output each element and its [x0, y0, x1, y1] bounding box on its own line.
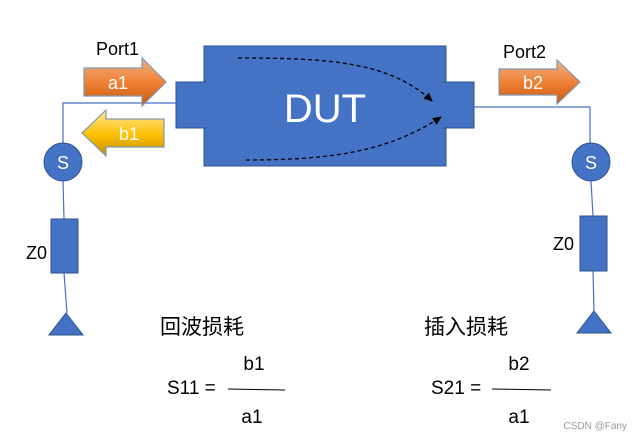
- b2-block-arrow-icon: [498, 58, 581, 106]
- port1-label: Port1: [96, 39, 139, 59]
- reflection-path: [245, 116, 442, 161]
- right-source-circle: [571, 142, 611, 182]
- left-source-circle: [43, 142, 83, 182]
- b2-label: b2: [523, 73, 543, 93]
- right-impedance: [579, 215, 608, 272]
- s21-numerator: b2: [508, 354, 529, 375]
- dut-left-tab: [175, 81, 207, 129]
- s21-fraction-bar: [491, 388, 552, 391]
- watermark: CSDN @Fariy: [564, 421, 628, 432]
- insertion-loss-title: 插入损耗: [424, 316, 508, 339]
- dut-body: [203, 45, 447, 167]
- right-ground-icon: [575, 310, 613, 334]
- s11-numerator: b1: [243, 354, 264, 375]
- a1-arrow: a1: [83, 56, 167, 108]
- left-circuit-wires: [62, 102, 176, 314]
- dut-block: DUT: [175, 45, 475, 167]
- left-ground-icon: [47, 312, 85, 336]
- transmission-path: [237, 57, 433, 102]
- right-source: S: [571, 142, 611, 182]
- s11-fraction-bar: [227, 388, 286, 391]
- s11-denominator: a1: [241, 407, 262, 428]
- left-source-label: S: [57, 153, 69, 173]
- b1-label: b1: [119, 124, 139, 144]
- left-source: S: [43, 142, 83, 182]
- return-loss-title: 回波损耗: [160, 316, 244, 339]
- left-impedance-label: Z0: [26, 243, 47, 263]
- s21-lhs: S21 =: [431, 378, 481, 399]
- dut-label: DUT: [284, 87, 366, 131]
- insertion-loss-formula: 插入损耗 S21 = b2 a1: [424, 316, 552, 428]
- right-impedance-label: Z0: [553, 234, 574, 254]
- b2-arrow: b2: [498, 58, 581, 106]
- a1-label: a1: [108, 73, 128, 93]
- left-impedance: [50, 218, 79, 274]
- s11-lhs: S11 =: [167, 378, 216, 399]
- b1-arrow: b1: [81, 108, 165, 158]
- dut-right-tab: [443, 81, 475, 129]
- right-source-label: S: [585, 153, 597, 173]
- port2-label: Port2: [503, 42, 546, 62]
- return-loss-formula: 回波损耗 S11 = b1 a1: [160, 316, 286, 428]
- b1-block-arrow-icon: [81, 108, 165, 158]
- s21-denominator: a1: [508, 407, 529, 428]
- a1-block-arrow-icon: [83, 56, 167, 108]
- right-circuit-wires: [474, 106, 595, 312]
